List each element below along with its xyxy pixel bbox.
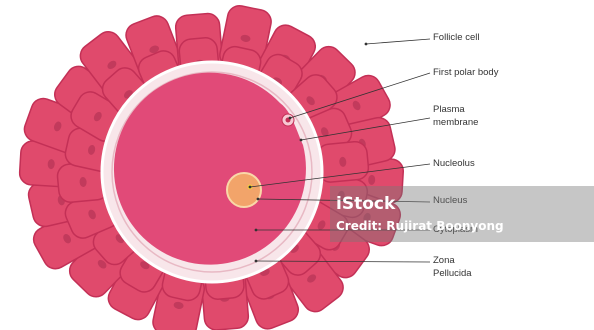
- leader-dot: [249, 186, 252, 189]
- leader-dot: [289, 117, 292, 120]
- label-first-polar-body: First polar body: [433, 67, 498, 79]
- oocyte: [102, 62, 322, 282]
- leader-dot: [365, 43, 368, 46]
- label-plasma-membrane-line1: Plasma: [433, 104, 465, 116]
- leader-dot: [255, 260, 258, 263]
- label-nucleolus: Nucleolus: [433, 158, 475, 170]
- leader-follicle-cell: [366, 39, 430, 44]
- leader-dot: [257, 198, 260, 201]
- watermark-brand: iStock: [336, 194, 395, 214]
- follicle-cell: [316, 141, 369, 184]
- nucleus: [227, 173, 261, 207]
- label-zona-pellucida-line2: Pellucida: [433, 268, 472, 280]
- cytoplasm: [114, 73, 306, 265]
- watermark-credit: Credit: Rujirat Boonyong: [336, 219, 504, 233]
- label-plasma-membrane-line2: membrane: [433, 117, 478, 129]
- label-follicle-cell: Follicle cell: [433, 32, 479, 44]
- leader-dot: [300, 139, 303, 142]
- leader-dot: [255, 229, 258, 232]
- label-zona-pellucida-line1: Zona: [433, 255, 455, 267]
